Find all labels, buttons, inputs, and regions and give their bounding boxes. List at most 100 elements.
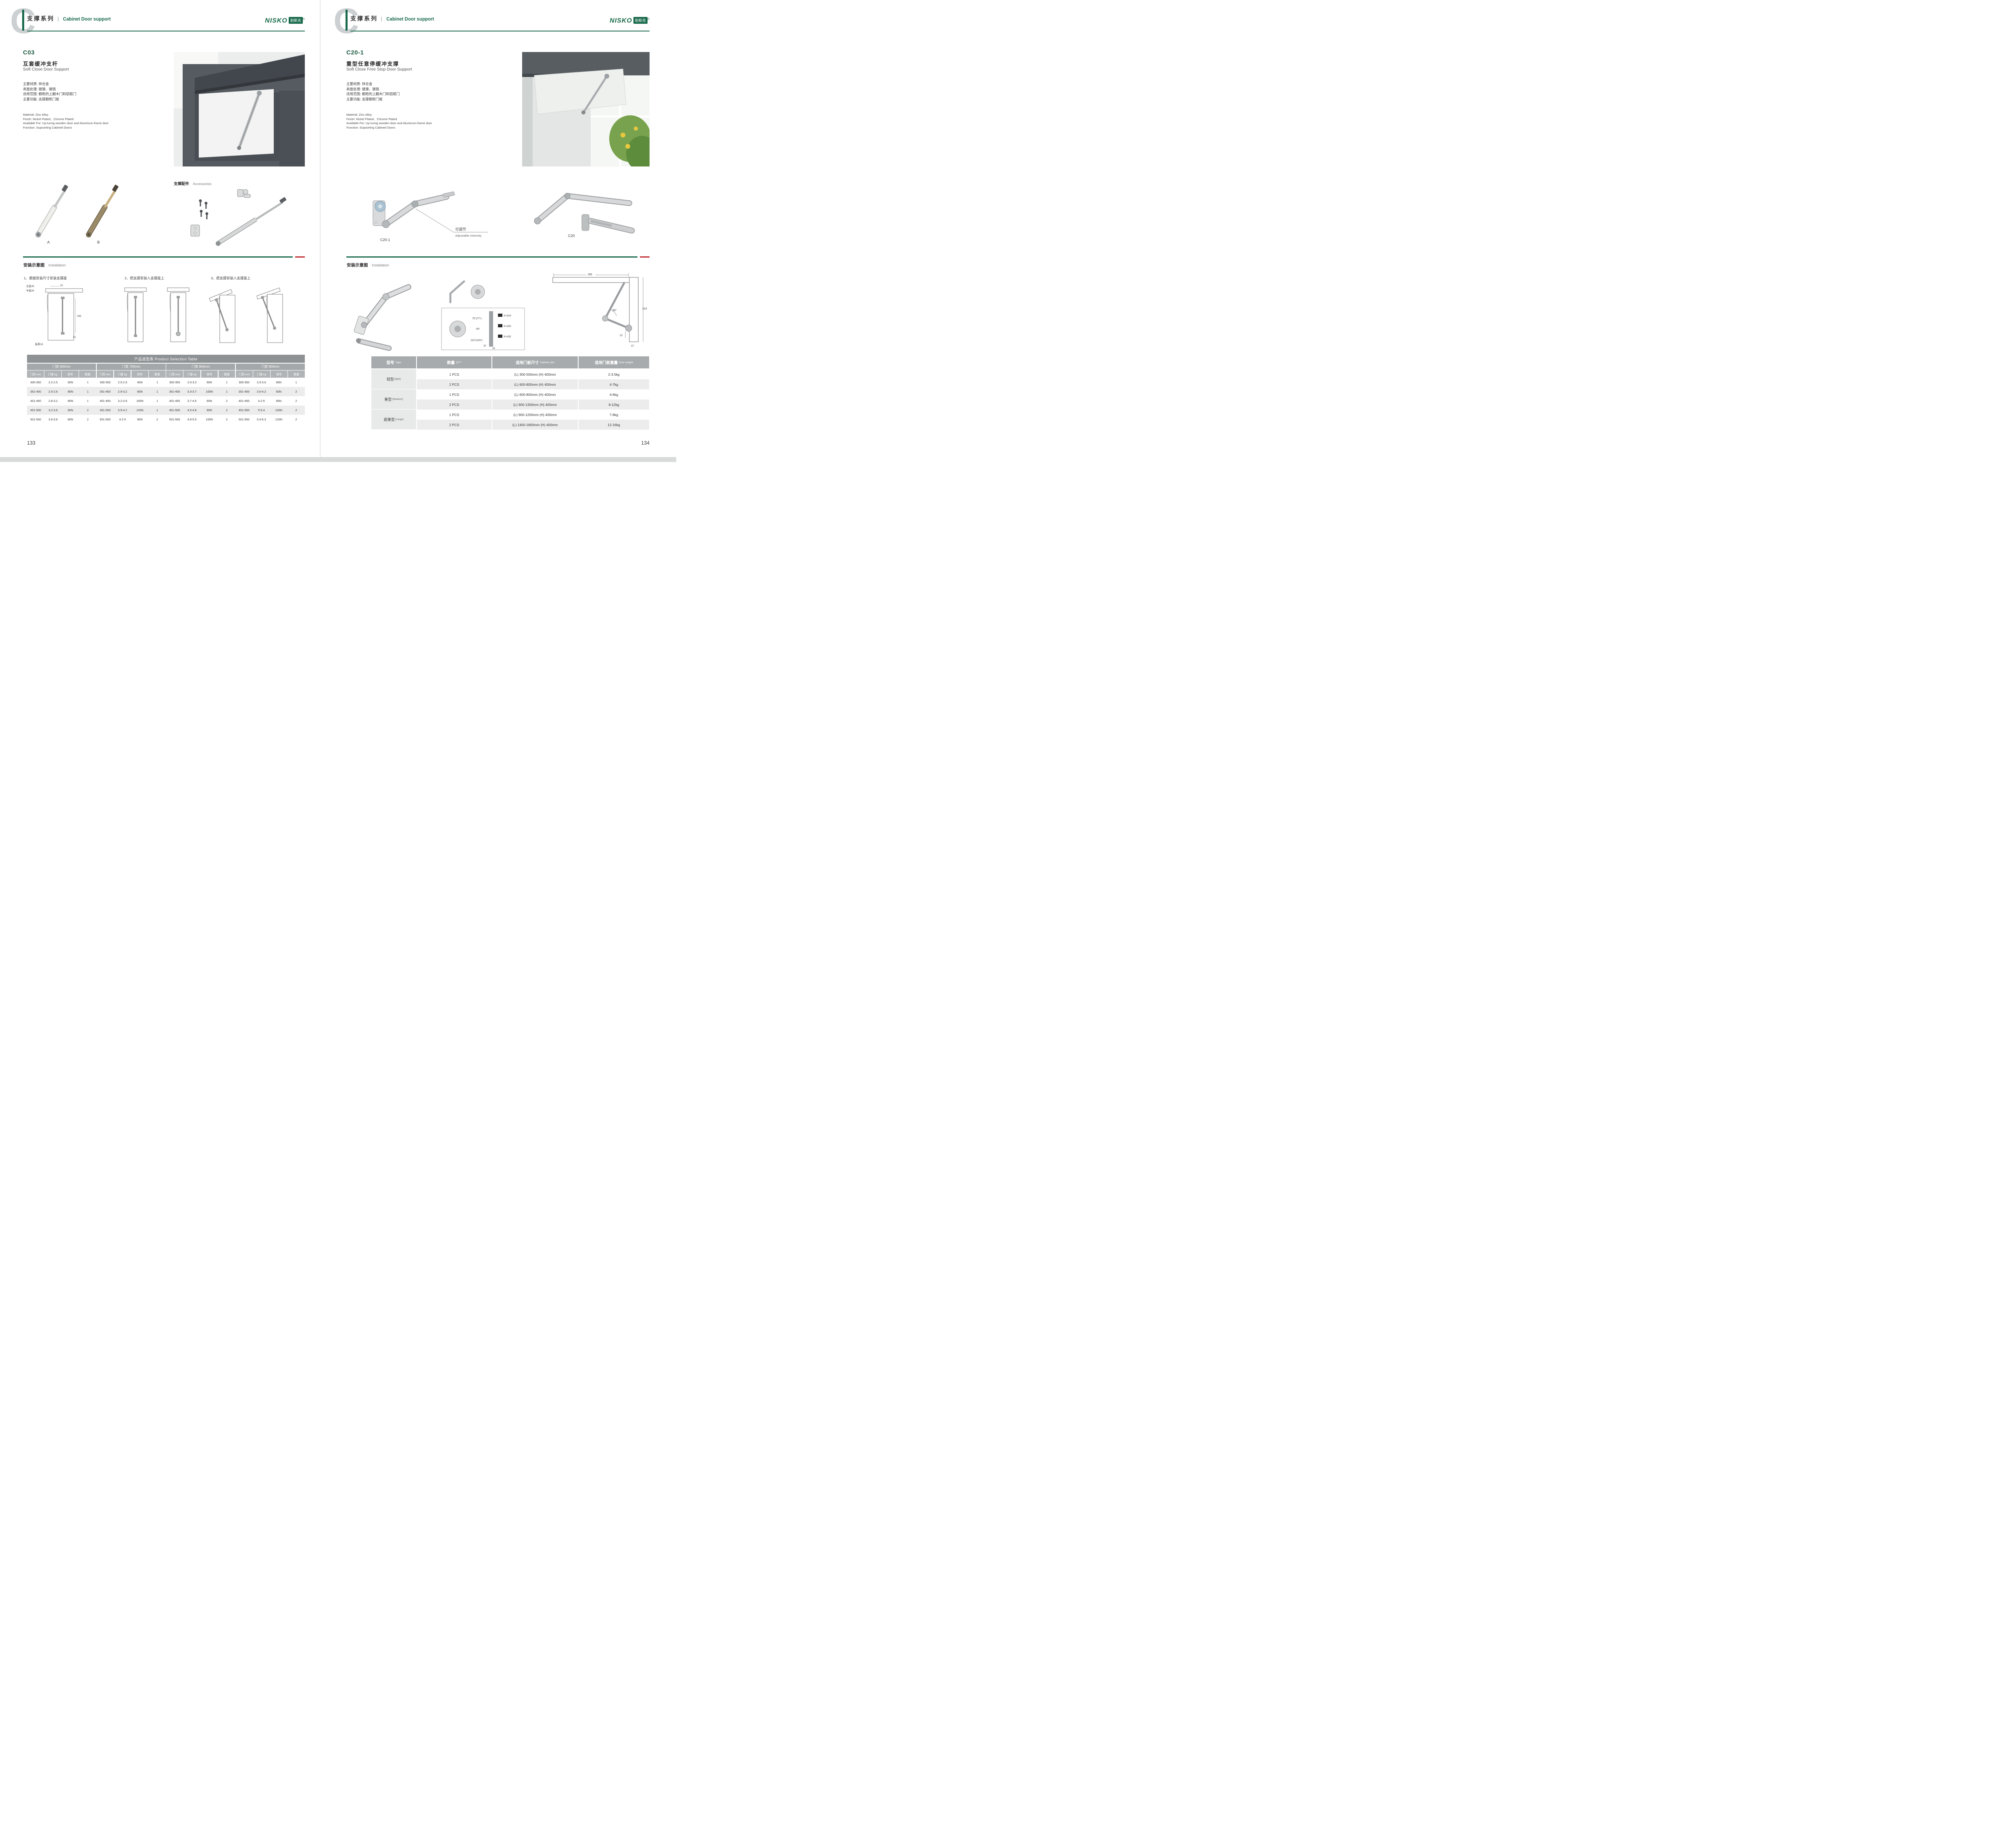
col-header: 型号 [131, 370, 148, 378]
install-diagram-2-image [124, 287, 147, 342]
table-cell: 2 [295, 399, 297, 403]
table-cell: 4-6kg [579, 389, 649, 399]
spec-line: Function: Supoorting Cabined Doors [23, 125, 72, 129]
table-cell: 1 [295, 381, 297, 384]
table-cell: 351-400 [30, 390, 41, 393]
type-large-cn: 超重型 [384, 418, 395, 422]
registered-mark: ® [647, 18, 650, 21]
dim-bottom-32: 32 [73, 336, 76, 339]
header-title: 支撑系列 | Cabinet Door support [27, 15, 111, 23]
dim-x224: X=224 [504, 314, 511, 317]
installation-label-en: Installation [371, 263, 389, 267]
table-cell: 3.6-3.8 [48, 418, 58, 421]
support-arms-ab-image [35, 185, 119, 237]
table-cell: 1 [156, 390, 158, 393]
table-cell: 2 [156, 418, 158, 421]
table-cell: 7-8kg [579, 410, 649, 420]
type-medium-cn: 重型 [384, 397, 392, 401]
dim-110deg: 110°(104°) [471, 339, 483, 342]
product-photo-cabinet [522, 52, 658, 171]
cabinet-window-photo-image [522, 52, 658, 171]
table-cell: (L) 900-1200mm (H) 400mm [492, 410, 578, 420]
table-cell: 1 [87, 381, 89, 384]
selection-table-title: 产品选型表 Product Selection Table [27, 355, 305, 363]
table-cell: 401-450 [100, 399, 111, 403]
series-title-cn: 支撑系列 [27, 15, 54, 22]
header-size-en: Cabinet size [540, 361, 554, 364]
table-cell: 120N [136, 408, 144, 412]
table-cell: 3.9-4.2 [118, 408, 127, 412]
install-step-2-label: 2、把支撑安装入支撑座上 [125, 276, 165, 280]
variant-b-label: B [97, 240, 100, 245]
group-header: 门宽 900mm [235, 363, 305, 370]
nisko-logo-text: NISKO [610, 17, 632, 24]
table-cell: 2.5-2.9 [118, 381, 127, 384]
adjustable-label-cn: 可调节 [455, 227, 466, 231]
table-cell: (L) 300-500mm (H) 400mm [492, 369, 578, 379]
table-cell: 80N [67, 418, 73, 421]
header-accent-bar [22, 10, 24, 31]
spec-line: 主要材质: 锌合金 [346, 82, 373, 86]
header-separator: | [57, 16, 59, 22]
section-divider [23, 256, 305, 258]
type-table-body: 轻型(light) 1 PCS (L) 300-500mm (H) 400mm … [371, 369, 649, 430]
install-cross-section: 185 224 90° 32 37 [546, 271, 650, 353]
spec-line: 适用范围: 橱柜的上翻木门和铝框门 [23, 92, 77, 96]
cabinet-photo-image [174, 52, 305, 166]
table-cell: 2 [87, 408, 89, 412]
dim-90deg: 90° [476, 327, 480, 331]
dim-half-cover: 半盖26 [26, 289, 34, 292]
support-arm-variants-image [26, 182, 135, 241]
c20-arm-image [534, 193, 635, 234]
table-cell: 2 PCS [417, 399, 492, 410]
table-cell: 3.3-3.7 [187, 390, 197, 393]
specs-en: Material: Zinc Alloy Finish: Nickel Plat… [23, 113, 108, 130]
table-cell: 3.3-3.6 [256, 381, 266, 384]
table-cell: 401-450 [30, 399, 41, 403]
install-diagram-step3a [208, 282, 237, 348]
install-detail-angles-image: X=224 75°(77°) X=192 90° X=192 110°(104°… [441, 280, 525, 350]
dim-thickness: 板厚18 [35, 342, 43, 346]
table-cell: 451-500 [238, 408, 250, 412]
nisko-logo-cn-badge: 耐斯克 [288, 17, 303, 24]
c20-1-label: C20-1 [380, 238, 390, 242]
table-cell: 3.2-3.6 [48, 408, 58, 412]
table-cell: 2 [87, 418, 89, 421]
table-cell: 2 PCS [417, 379, 492, 389]
table-cell: 401-450 [238, 399, 250, 403]
dim-75deg: 75°(77°) [472, 317, 481, 320]
table-cell: 300-350 [238, 381, 250, 384]
table-cell: 1 [87, 390, 89, 393]
table-cell: 120N [275, 418, 283, 421]
col-header: 门高 mm [27, 370, 44, 378]
table-cell: 80N [276, 399, 282, 403]
spec-line: 主要材质: 锌合金 [23, 82, 49, 86]
col-header: 门重 kg [44, 370, 61, 378]
type-medium-en: (Medium) [392, 398, 403, 401]
installation-heading: 安装示意图 Installation [347, 261, 389, 268]
table-cell: 451-500 [169, 408, 180, 412]
type-cell-large: 超重型(Large) [371, 410, 416, 430]
series-title-en: Cabinet Door support [386, 17, 434, 22]
spec-line: Function: Supoorting Cabined Doors [346, 125, 396, 129]
table-cell: (L) 900-1300mm (H) 400mm [492, 399, 578, 410]
table-cell: 2 [295, 418, 297, 421]
install-cross-section-image: 185 224 90° 32 37 [552, 272, 647, 347]
table-cell: 80N [206, 408, 212, 412]
install-diagram-5-image [256, 287, 283, 343]
install-step-1-label: 1、跟据安装尺寸安装支撑座 [24, 276, 67, 280]
type-cell-light: 轻型(light) [371, 369, 416, 389]
table-cell: 1 [87, 399, 89, 403]
page-number: 134 [641, 440, 650, 446]
table-cell: 60N [67, 381, 73, 384]
install-diagram-3-image [167, 287, 190, 342]
table-cell: 80N [276, 381, 282, 384]
table-cell: 60N [67, 408, 73, 412]
